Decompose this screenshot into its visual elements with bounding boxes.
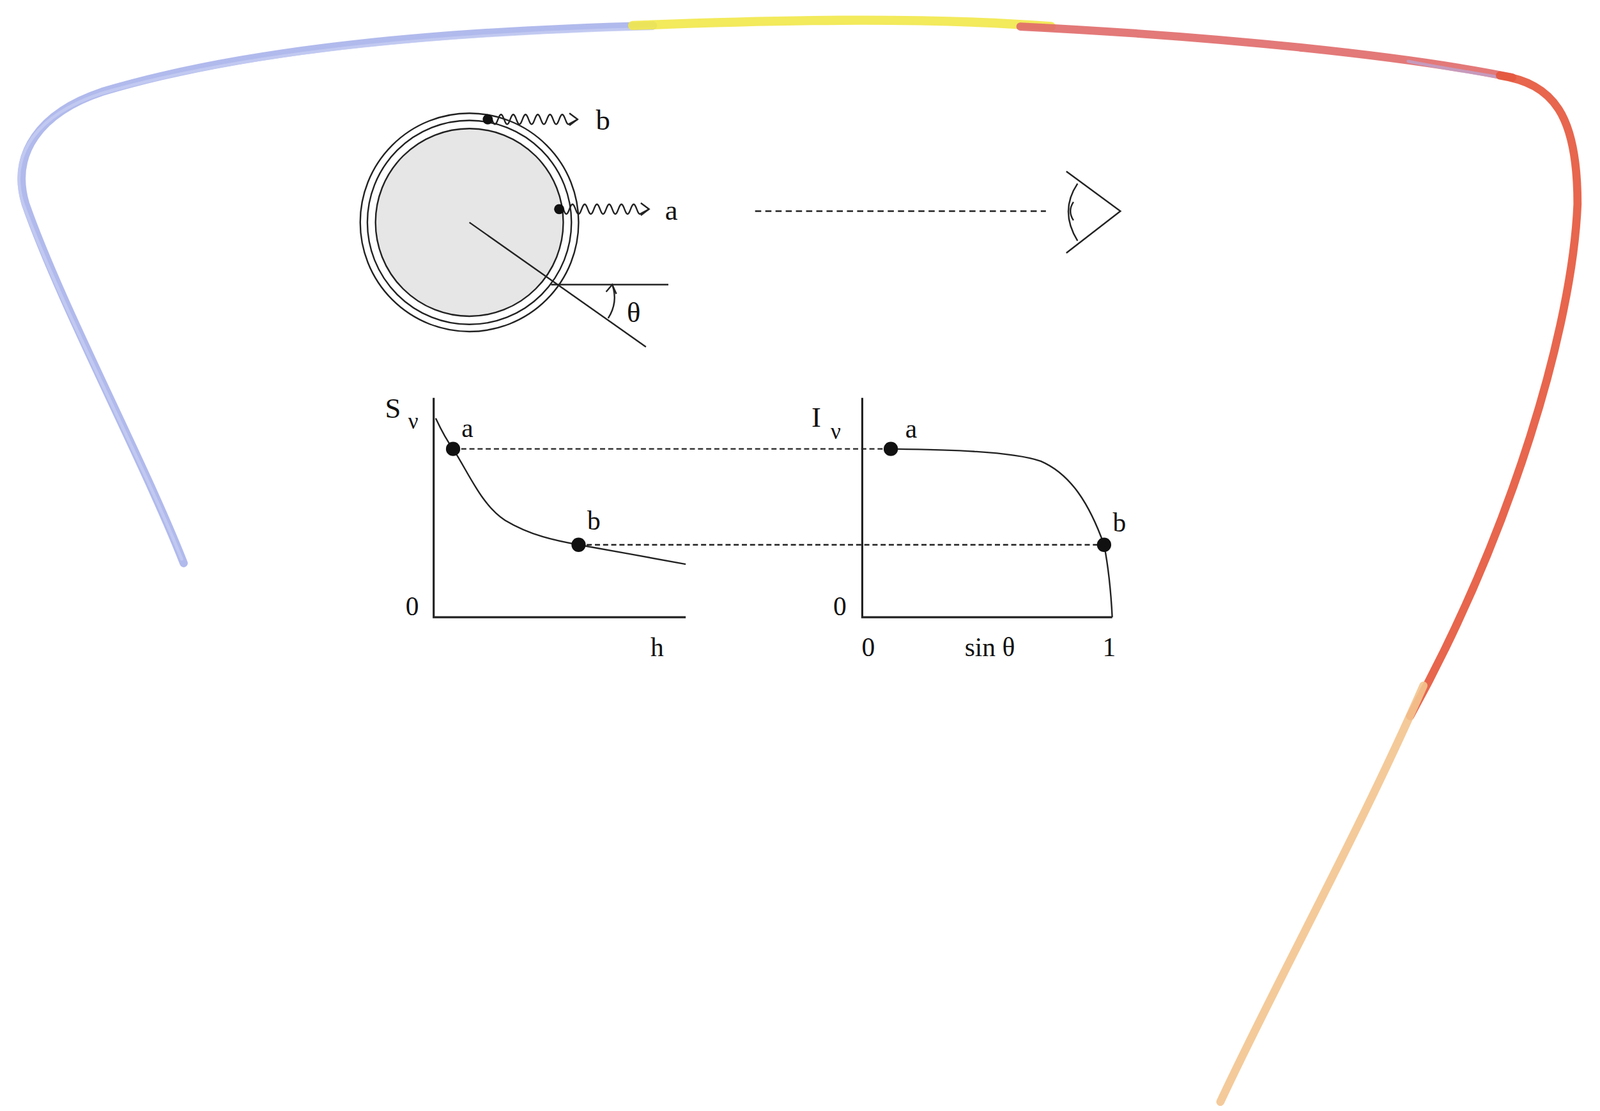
line-of-sight <box>755 210 1047 212</box>
curve-points <box>446 441 1112 552</box>
point-label: b <box>587 507 601 535</box>
emission-points <box>482 114 565 215</box>
dashed-guides <box>453 449 1105 546</box>
eye-symbol <box>1066 171 1121 254</box>
axes <box>433 398 1113 618</box>
brush-frame <box>19 20 1578 1103</box>
axis-label: sin θ <box>964 634 1016 662</box>
axis-tick: 0 <box>405 593 420 621</box>
star <box>360 113 669 347</box>
axis-subscript: ν <box>830 420 841 443</box>
point-label: b <box>596 106 611 135</box>
curves <box>435 418 1113 618</box>
point-label: a <box>461 415 473 443</box>
axis-tick: 0 <box>861 634 876 662</box>
point-label: a <box>905 416 917 444</box>
photon-arrows <box>492 113 650 216</box>
point-label: b <box>1112 509 1126 537</box>
axis-label: h <box>650 634 664 662</box>
axis-subscript: ν <box>408 410 419 433</box>
axis-label: S <box>384 393 401 423</box>
point-label: a <box>665 196 678 225</box>
angle-label: θ <box>626 297 641 327</box>
axis-label: I <box>811 403 822 432</box>
axis-tick: 0 <box>833 593 847 621</box>
axis-tick: 1 <box>1102 634 1116 662</box>
